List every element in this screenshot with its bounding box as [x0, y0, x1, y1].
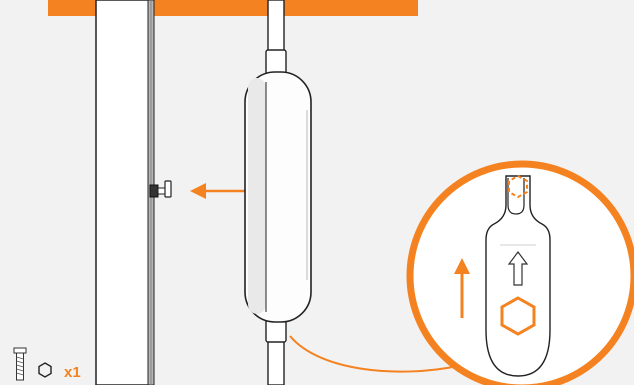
- arrow-up-icon: [454, 258, 470, 318]
- parts-icons: [13, 347, 52, 381]
- quantity-label: x1: [64, 364, 81, 381]
- up-arrow-outline-icon: [507, 251, 529, 286]
- hex-icon: [500, 296, 536, 336]
- hex-dashed-icon: [508, 174, 528, 199]
- wall-screw-icon: [149, 180, 172, 198]
- parts-list: x1: [12, 344, 92, 382]
- screw-icon: [13, 347, 27, 381]
- hex-nut-icon: [38, 362, 52, 378]
- pill-device: [244, 71, 312, 323]
- detail-circle: [406, 160, 634, 385]
- wall-panel: [95, 0, 155, 385]
